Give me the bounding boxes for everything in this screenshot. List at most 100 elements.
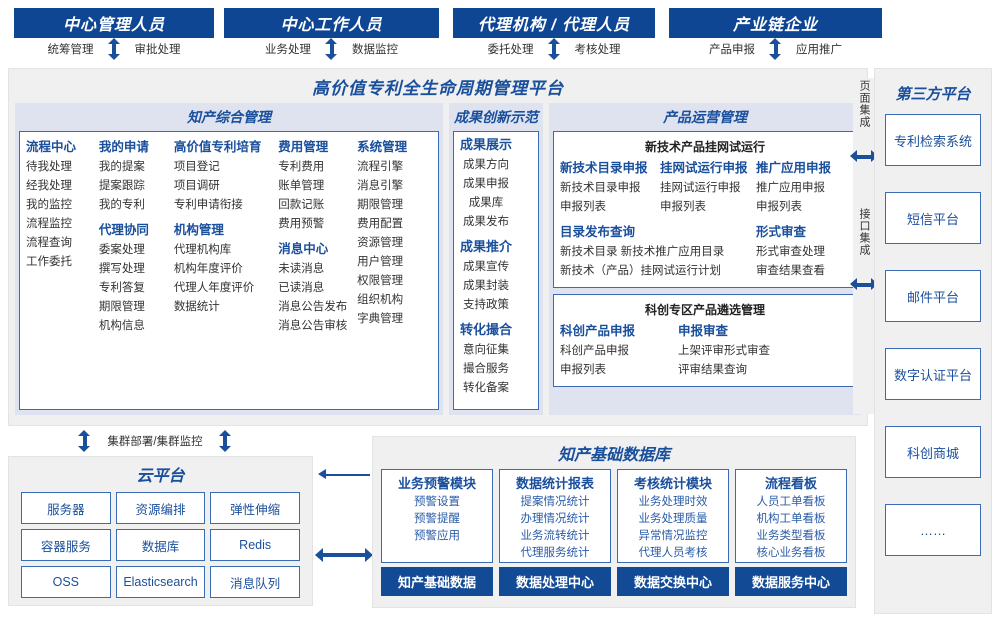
menu-item[interactable]: 项目调研 (173, 180, 220, 192)
database-card-title[interactable]: 数据统计报表 (515, 476, 594, 491)
menu-item[interactable]: 审查结果查看 (755, 265, 825, 277)
menu-item[interactable]: 意向征集 (463, 344, 509, 356)
menu-item[interactable]: 数据统计 (173, 301, 220, 313)
menu-item[interactable]: 机构信息 (98, 320, 145, 332)
cloud-service-cell[interactable]: OSS (21, 566, 111, 598)
menu-item[interactable]: 工作委托 (26, 256, 72, 268)
menu-item[interactable]: 用户管理 (357, 256, 404, 268)
database-card-item[interactable]: 业务处理质量 (638, 513, 708, 525)
menu-item[interactable]: 我的提案 (98, 161, 145, 173)
menu-item[interactable]: 经我处理 (26, 180, 72, 192)
group-heading[interactable]: 流程中心 (26, 140, 77, 154)
database-card-item[interactable]: 核心业务看板 (756, 547, 826, 559)
menu-item[interactable]: 流程引擎 (357, 161, 404, 173)
database-card-item[interactable]: 机构工单看板 (756, 513, 826, 525)
group-heading[interactable]: 机构管理 (173, 223, 224, 237)
menu-item[interactable]: 代理人年度评价 (173, 282, 255, 294)
cloud-service-cell[interactable]: 服务器 (21, 492, 111, 524)
cloud-service-cell[interactable]: 数据库 (115, 529, 206, 561)
database-card-item[interactable]: 人员工单看板 (756, 496, 826, 508)
menu-item[interactable]: 成果申报 (463, 178, 509, 190)
menu-item[interactable]: 新技术目录申报 (560, 182, 641, 194)
group-heading[interactable]: 成果推介 (460, 239, 513, 254)
database-footer-button[interactable]: 数据服务中心 (735, 567, 847, 596)
menu-item[interactable]: 流程查询 (26, 237, 72, 249)
database-card-item[interactable]: 异常情况监控 (638, 530, 708, 542)
group-heading[interactable]: 挂网试运行申报 (660, 161, 748, 175)
menu-item[interactable]: 形式审查处理 (755, 246, 825, 258)
database-card-title[interactable]: 业务预警模块 (397, 476, 476, 491)
group-heading[interactable]: 代理协同 (98, 223, 149, 237)
database-card-title[interactable]: 流程看板 (764, 476, 817, 491)
menu-item[interactable]: 上架评审形式审查 (678, 345, 770, 357)
menu-item[interactable]: 账单管理 (278, 180, 325, 192)
database-card-item[interactable]: 业务处理时效 (638, 496, 708, 508)
menu-item[interactable]: 代理机构库 (173, 244, 232, 256)
third-party-item[interactable]: …… (885, 504, 981, 556)
cloud-service-cell[interactable]: 容器服务 (21, 529, 111, 561)
menu-item[interactable]: 字典管理 (357, 313, 404, 325)
database-footer-button[interactable]: 数据交换中心 (617, 567, 729, 596)
cloud-service-cell[interactable]: 消息队列 (210, 566, 300, 598)
menu-item[interactable]: 未读消息 (278, 263, 325, 275)
role-title[interactable]: 代理机构 / 代理人员 (453, 8, 655, 38)
cloud-service-cell[interactable]: 弹性伸缩 (210, 492, 300, 524)
group-heading[interactable]: 我的申请 (98, 140, 149, 154)
database-footer-button[interactable]: 数据处理中心 (499, 567, 611, 596)
group-heading[interactable]: 费用管理 (278, 140, 329, 154)
menu-item[interactable]: 成果封装 (463, 280, 509, 292)
cloud-service-cell[interactable]: Redis (210, 529, 300, 561)
group-heading[interactable]: 推广应用申报 (755, 161, 831, 175)
menu-item[interactable]: 提案跟踪 (98, 180, 145, 192)
database-card-item[interactable]: 预警应用 (414, 530, 460, 542)
menu-item[interactable]: 新技术（产品）挂网试运行计划 (560, 265, 721, 277)
database-card-item[interactable]: 提案情况统计 (520, 496, 590, 508)
role-title[interactable]: 中心管理人员 (14, 8, 214, 38)
menu-item[interactable]: 申报列表 (755, 201, 802, 213)
database-card-item[interactable]: 业务类型看板 (756, 530, 826, 542)
menu-item[interactable]: 成果方向 (463, 159, 509, 171)
group-heading[interactable]: 高价值专利培育 (173, 140, 262, 154)
menu-item[interactable]: 费用预警 (278, 218, 325, 230)
database-card-title[interactable]: 考核统计模块 (633, 476, 712, 491)
menu-item[interactable]: 已读消息 (278, 282, 325, 294)
group-heading[interactable]: 转化撮合 (460, 322, 513, 337)
menu-item[interactable]: 撰写处理 (98, 263, 145, 275)
third-party-item[interactable]: 科创商城 (885, 426, 981, 478)
menu-item[interactable]: 申报列表 (560, 364, 606, 376)
menu-item[interactable]: 我的专利 (98, 199, 145, 211)
third-party-item[interactable]: 短信平台 (885, 192, 981, 244)
menu-item[interactable]: 期限管理 (98, 301, 145, 313)
menu-item[interactable]: 专利申请衔接 (173, 199, 243, 211)
role-title[interactable]: 产业链企业 (669, 8, 882, 38)
menu-item[interactable]: 成果宣传 (463, 261, 509, 273)
database-card-item[interactable]: 预警设置 (414, 496, 460, 508)
menu-item[interactable]: 转化备案 (463, 382, 509, 394)
menu-item[interactable]: 新技术目录 新技术推广应用目录 (560, 246, 725, 258)
cloud-service-cell[interactable]: Elasticsearch (115, 566, 206, 598)
menu-item[interactable]: 科创产品申报 (560, 345, 629, 357)
database-card-item[interactable]: 办理情况统计 (520, 513, 590, 525)
menu-item[interactable]: 挂网试运行申报 (660, 182, 741, 194)
menu-item[interactable]: 消息引擎 (357, 180, 404, 192)
group-heading[interactable]: 申报审查 (678, 324, 729, 338)
menu-item[interactable]: 专利答复 (98, 282, 145, 294)
menu-item[interactable]: 申报列表 (560, 201, 606, 213)
database-card-item[interactable]: 代理人员考核 (638, 547, 708, 559)
role-title[interactable]: 中心工作人员 (224, 8, 439, 38)
menu-item[interactable]: 消息公告审核 (278, 320, 348, 332)
menu-item[interactable]: 委案处理 (98, 244, 145, 256)
menu-item[interactable]: 流程监控 (26, 218, 72, 230)
menu-item[interactable]: 专利费用 (278, 161, 325, 173)
database-card-item[interactable]: 预警提醒 (414, 513, 460, 525)
menu-item[interactable]: 资源管理 (357, 237, 404, 249)
group-heading[interactable]: 成果展示 (460, 137, 513, 152)
menu-item[interactable]: 支持政策 (463, 299, 509, 311)
group-heading[interactable]: 形式审查 (755, 225, 806, 239)
menu-item[interactable]: 项目登记 (173, 161, 220, 173)
menu-item[interactable]: 推广应用申报 (755, 182, 825, 194)
third-party-item[interactable]: 邮件平台 (885, 270, 981, 322)
group-heading[interactable]: 系统管理 (357, 140, 408, 154)
menu-item[interactable]: 消息公告发布 (278, 301, 348, 313)
menu-item[interactable]: 我的监控 (26, 199, 72, 211)
